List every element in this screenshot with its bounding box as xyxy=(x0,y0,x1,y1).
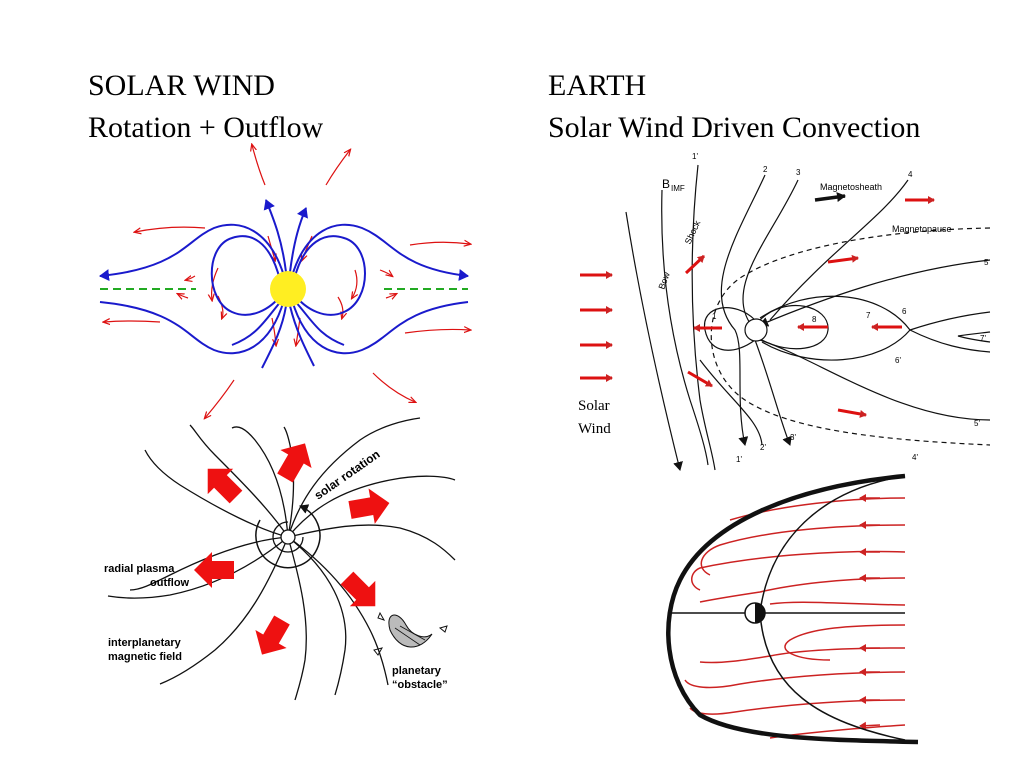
outflow-label: outflow xyxy=(150,577,190,589)
line-label: 5' xyxy=(974,419,980,428)
line-label: 2' xyxy=(760,443,766,452)
magnetosphere-field-lines xyxy=(625,164,991,471)
bimf-sub-label: IMF xyxy=(671,184,685,193)
planetary-label: planetary xyxy=(392,665,442,677)
line-label: 3' xyxy=(790,433,796,442)
bimf-label: B xyxy=(662,177,670,191)
left-subtitle: Rotation + Outflow xyxy=(88,111,324,138)
convection-arrows xyxy=(580,196,935,418)
bow-shock xyxy=(710,227,991,446)
line-label: 6 xyxy=(902,307,907,316)
line-label: 2 xyxy=(763,165,768,174)
magnetopause-boundary xyxy=(666,473,919,745)
solar-label: Solar xyxy=(578,398,610,414)
line-label: 7' xyxy=(980,334,986,343)
right-title: EARTH xyxy=(548,69,647,102)
line-label: 4' xyxy=(912,453,918,462)
earth-icon xyxy=(744,318,768,342)
sun-icon xyxy=(270,271,306,307)
magnetosheath-label: Magnetosheath xyxy=(820,182,882,192)
magnetosheath-arrow xyxy=(814,192,846,203)
line-label: 3 xyxy=(796,168,801,177)
magnetic-field-label: magnetic field xyxy=(108,651,182,663)
line-label: 5 xyxy=(984,258,989,267)
line-label: 8 xyxy=(812,315,817,324)
line-label: 1' xyxy=(736,455,742,464)
convection-streamlines xyxy=(684,497,906,739)
convection-arrowheads xyxy=(859,494,881,730)
magnetopause-label: Magnetopause xyxy=(892,224,952,234)
line-label: 1' xyxy=(692,152,698,161)
wind-label: Wind xyxy=(578,421,611,437)
interplanetary-label: interplanetary xyxy=(108,637,182,649)
sun-center-icon xyxy=(280,529,296,545)
line-label: 7 xyxy=(866,311,871,320)
obstacle-label: “obstacle” xyxy=(392,679,448,691)
line-label: 6' xyxy=(895,356,901,365)
planetary-obstacle xyxy=(373,611,448,656)
line-label: 4 xyxy=(908,170,913,179)
radial-outflow-arrows xyxy=(194,443,390,655)
left-title: SOLAR WIND xyxy=(88,69,275,102)
right-subtitle: Solar Wind Driven Convection xyxy=(548,111,921,140)
line-label: 1 xyxy=(712,312,717,321)
earth-night-side xyxy=(755,603,765,623)
solar-magnetic-field-lines xyxy=(99,199,469,369)
radial-plasma-label: radial plasma xyxy=(104,563,175,575)
field-line-numbers: 1' 2 3 4 5 6 7 8 1 5' 6' 7' 4' 3' 2' 1' xyxy=(692,152,989,464)
